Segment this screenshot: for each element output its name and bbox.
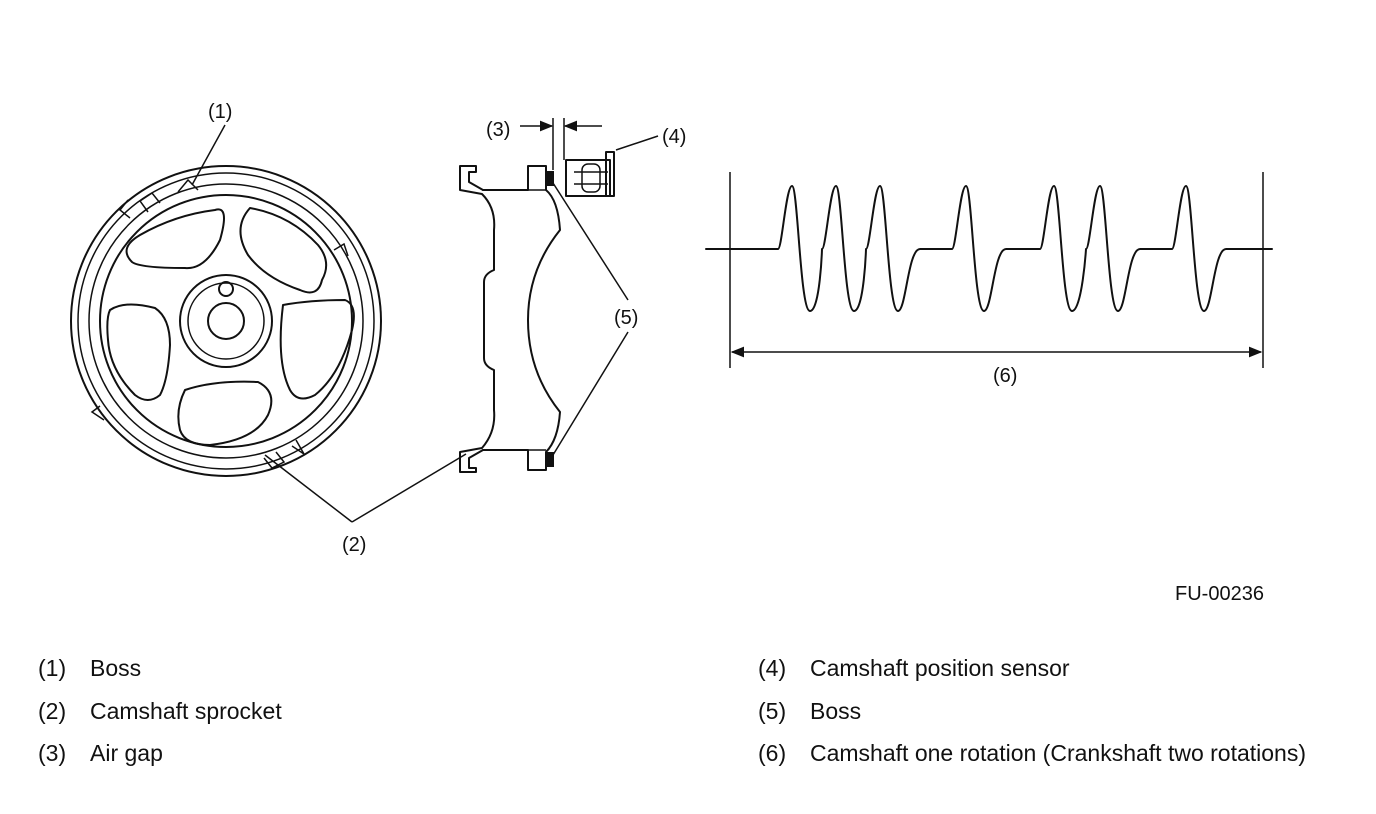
sprocket-front-view (70, 165, 382, 477)
legend-number: (2) (38, 698, 67, 724)
legend-number: (4) (758, 655, 787, 681)
callout-3: (3) (486, 119, 510, 141)
figure-code: FU-00236 (1175, 583, 1264, 605)
sprocket-side-view (459, 165, 561, 473)
legend-text: Boss (90, 655, 142, 681)
legend-text: Air gap (90, 740, 163, 766)
leader-lines (191, 124, 659, 523)
camshaft-sensor (565, 151, 615, 197)
legend-number: (3) (38, 740, 67, 766)
legend-text: Camshaft one rotation (Crankshaft two ro… (810, 740, 1307, 766)
legend-text: Camshaft sprocket (90, 698, 282, 724)
callout-2: (2) (342, 534, 366, 556)
callout-5: (5) (614, 307, 638, 329)
legend-number: (6) (758, 740, 787, 766)
legend-number: (1) (38, 655, 67, 681)
callout-6: (6) (993, 365, 1017, 387)
legend-number: (5) (758, 698, 787, 724)
legend-text: Camshaft position sensor (810, 655, 1070, 681)
legend-text: Boss (810, 698, 862, 724)
sensor-waveform (705, 172, 1273, 368)
callout-1: (1) (208, 101, 232, 123)
callout-4: (4) (662, 126, 686, 148)
air-gap-dimension (520, 118, 602, 170)
